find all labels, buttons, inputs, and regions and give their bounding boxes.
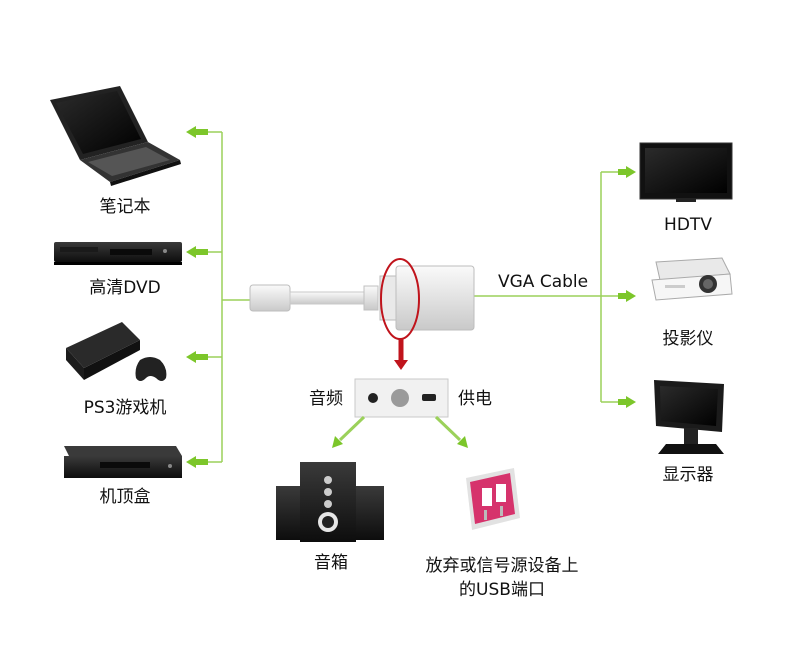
- label-ps3: PS3游戏机: [83, 398, 167, 418]
- label-power-port: 供电: [458, 389, 492, 409]
- label-monitor: 显示器: [662, 465, 714, 485]
- hdmi-plug: [249, 284, 379, 312]
- set-top-box-icon: [64, 446, 182, 478]
- arrow-to-ps3: [186, 351, 222, 363]
- red-highlight: [380, 258, 420, 370]
- label-hdtv: HDTV: [664, 215, 712, 235]
- label-usb-line2: 的USB端口: [459, 580, 545, 600]
- audio-jack-icon: [368, 393, 378, 403]
- label-vga-cable: VGA Cable: [498, 272, 589, 292]
- label-dvd: 高清DVD: [89, 278, 161, 298]
- arrow-to-hdtv: [601, 166, 636, 178]
- arrow-to-projector: [601, 290, 636, 302]
- right-connector-lines: [422, 166, 636, 408]
- monitor-icon: [654, 380, 724, 454]
- hdtv-icon: [639, 142, 733, 202]
- micro-usb-port-icon: [422, 394, 436, 401]
- speaker-icon: [276, 462, 384, 542]
- left-connector-lines: [221, 132, 250, 462]
- laptop-icon: [50, 86, 181, 186]
- label-usb-line1: 放弃或信号源设备上: [425, 556, 579, 576]
- label-laptop: 笔记本: [99, 197, 151, 217]
- label-audio-port: 音频: [309, 389, 343, 409]
- projector-icon: [651, 257, 733, 301]
- port-arrows: [332, 415, 468, 448]
- label-speaker: 音箱: [314, 553, 348, 573]
- vga-adapter: [379, 265, 475, 331]
- label-set-top-box: 机顶盒: [99, 487, 151, 507]
- arrow-to-laptop: [186, 126, 222, 138]
- ps3-console-icon: [66, 322, 167, 381]
- port-panel: [354, 378, 449, 418]
- left-arrows: [186, 126, 222, 468]
- label-projector: 投影仪: [662, 329, 714, 349]
- dvd-player-icon: [54, 242, 182, 265]
- arrow-to-monitor: [601, 396, 636, 408]
- usb-power-adapter-icon: [466, 468, 520, 530]
- arrow-to-dvd: [186, 246, 222, 258]
- port-center-icon: [391, 389, 409, 407]
- arrow-to-stb: [186, 456, 222, 468]
